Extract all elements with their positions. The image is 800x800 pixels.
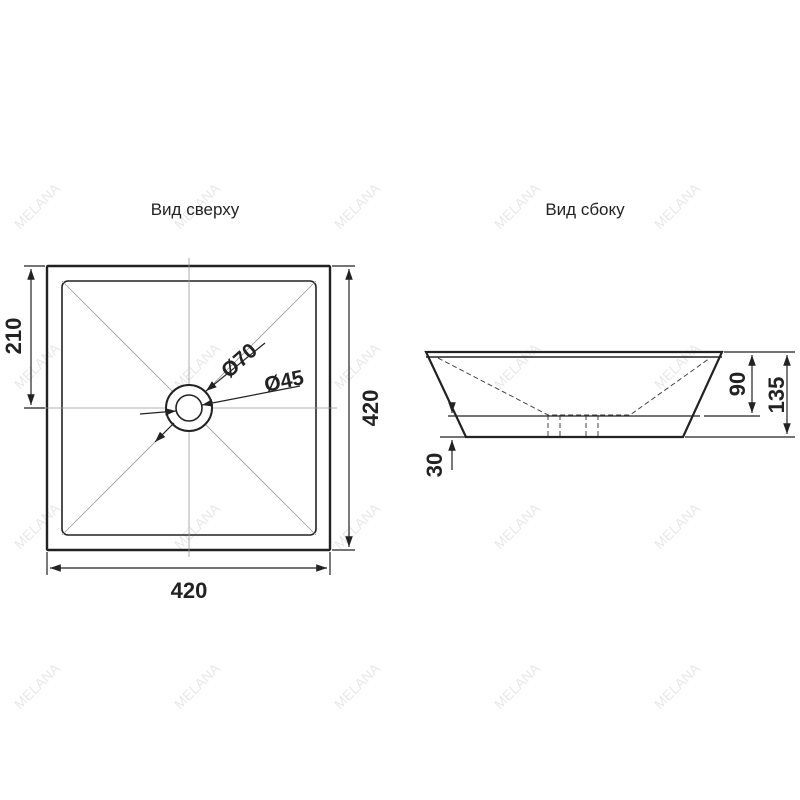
watermark-text: MELANA (331, 340, 383, 392)
dim-height-line (332, 265, 355, 551)
watermark-text: MELANA (331, 180, 383, 232)
dim-half-line (24, 265, 45, 409)
dim-bowl-height-line (704, 355, 760, 417)
dim-width: 420 (171, 578, 208, 603)
watermark-text: MELANA (651, 660, 703, 712)
side-view: Вид сбоку 135 90 (422, 200, 795, 477)
dim-inner-diameter: Ø45 (262, 366, 306, 397)
dim-total-height-line (685, 351, 795, 438)
dim-base-height-line (440, 402, 466, 470)
dim-width-line (46, 552, 331, 575)
watermark-text: MELANA (171, 340, 223, 392)
dim-half: 210 (1, 318, 26, 355)
watermark-text: MELANA (11, 180, 63, 232)
drain-hole (165, 384, 213, 432)
watermark-text: MELANA (491, 340, 543, 392)
dim-height: 420 (358, 390, 383, 427)
watermark-text: MELANA (11, 660, 63, 712)
top-view-title: Вид сверху (151, 200, 240, 219)
watermark-text: MELANA (331, 500, 383, 552)
hidden-lines (437, 357, 711, 437)
dim-total-height: 135 (764, 377, 789, 414)
dim-base-height: 30 (422, 453, 447, 477)
watermark-text: MELANA (331, 660, 383, 712)
watermark-text: MELANA (651, 180, 703, 232)
watermark-text: MELANA (171, 500, 223, 552)
watermark-text: MELANA (651, 340, 703, 392)
watermark-text: MELANA (171, 660, 223, 712)
watermark-text: MELANA (491, 500, 543, 552)
watermark-layer: MELANA MELANA MELANA MELANA MELANA MELANA MELA… (11, 180, 703, 712)
side-view-title: Вид сбоку (545, 200, 625, 219)
diameter-leaders (139, 342, 301, 443)
watermark-text: MELANA (491, 180, 543, 232)
top-view: Вид сверху Ø70 Ø45 (1, 200, 383, 603)
dim-bowl-height: 90 (725, 372, 750, 396)
watermark-text: MELANA (11, 500, 63, 552)
watermark-text: MELANA (651, 500, 703, 552)
watermark-text: MELANA (491, 660, 543, 712)
